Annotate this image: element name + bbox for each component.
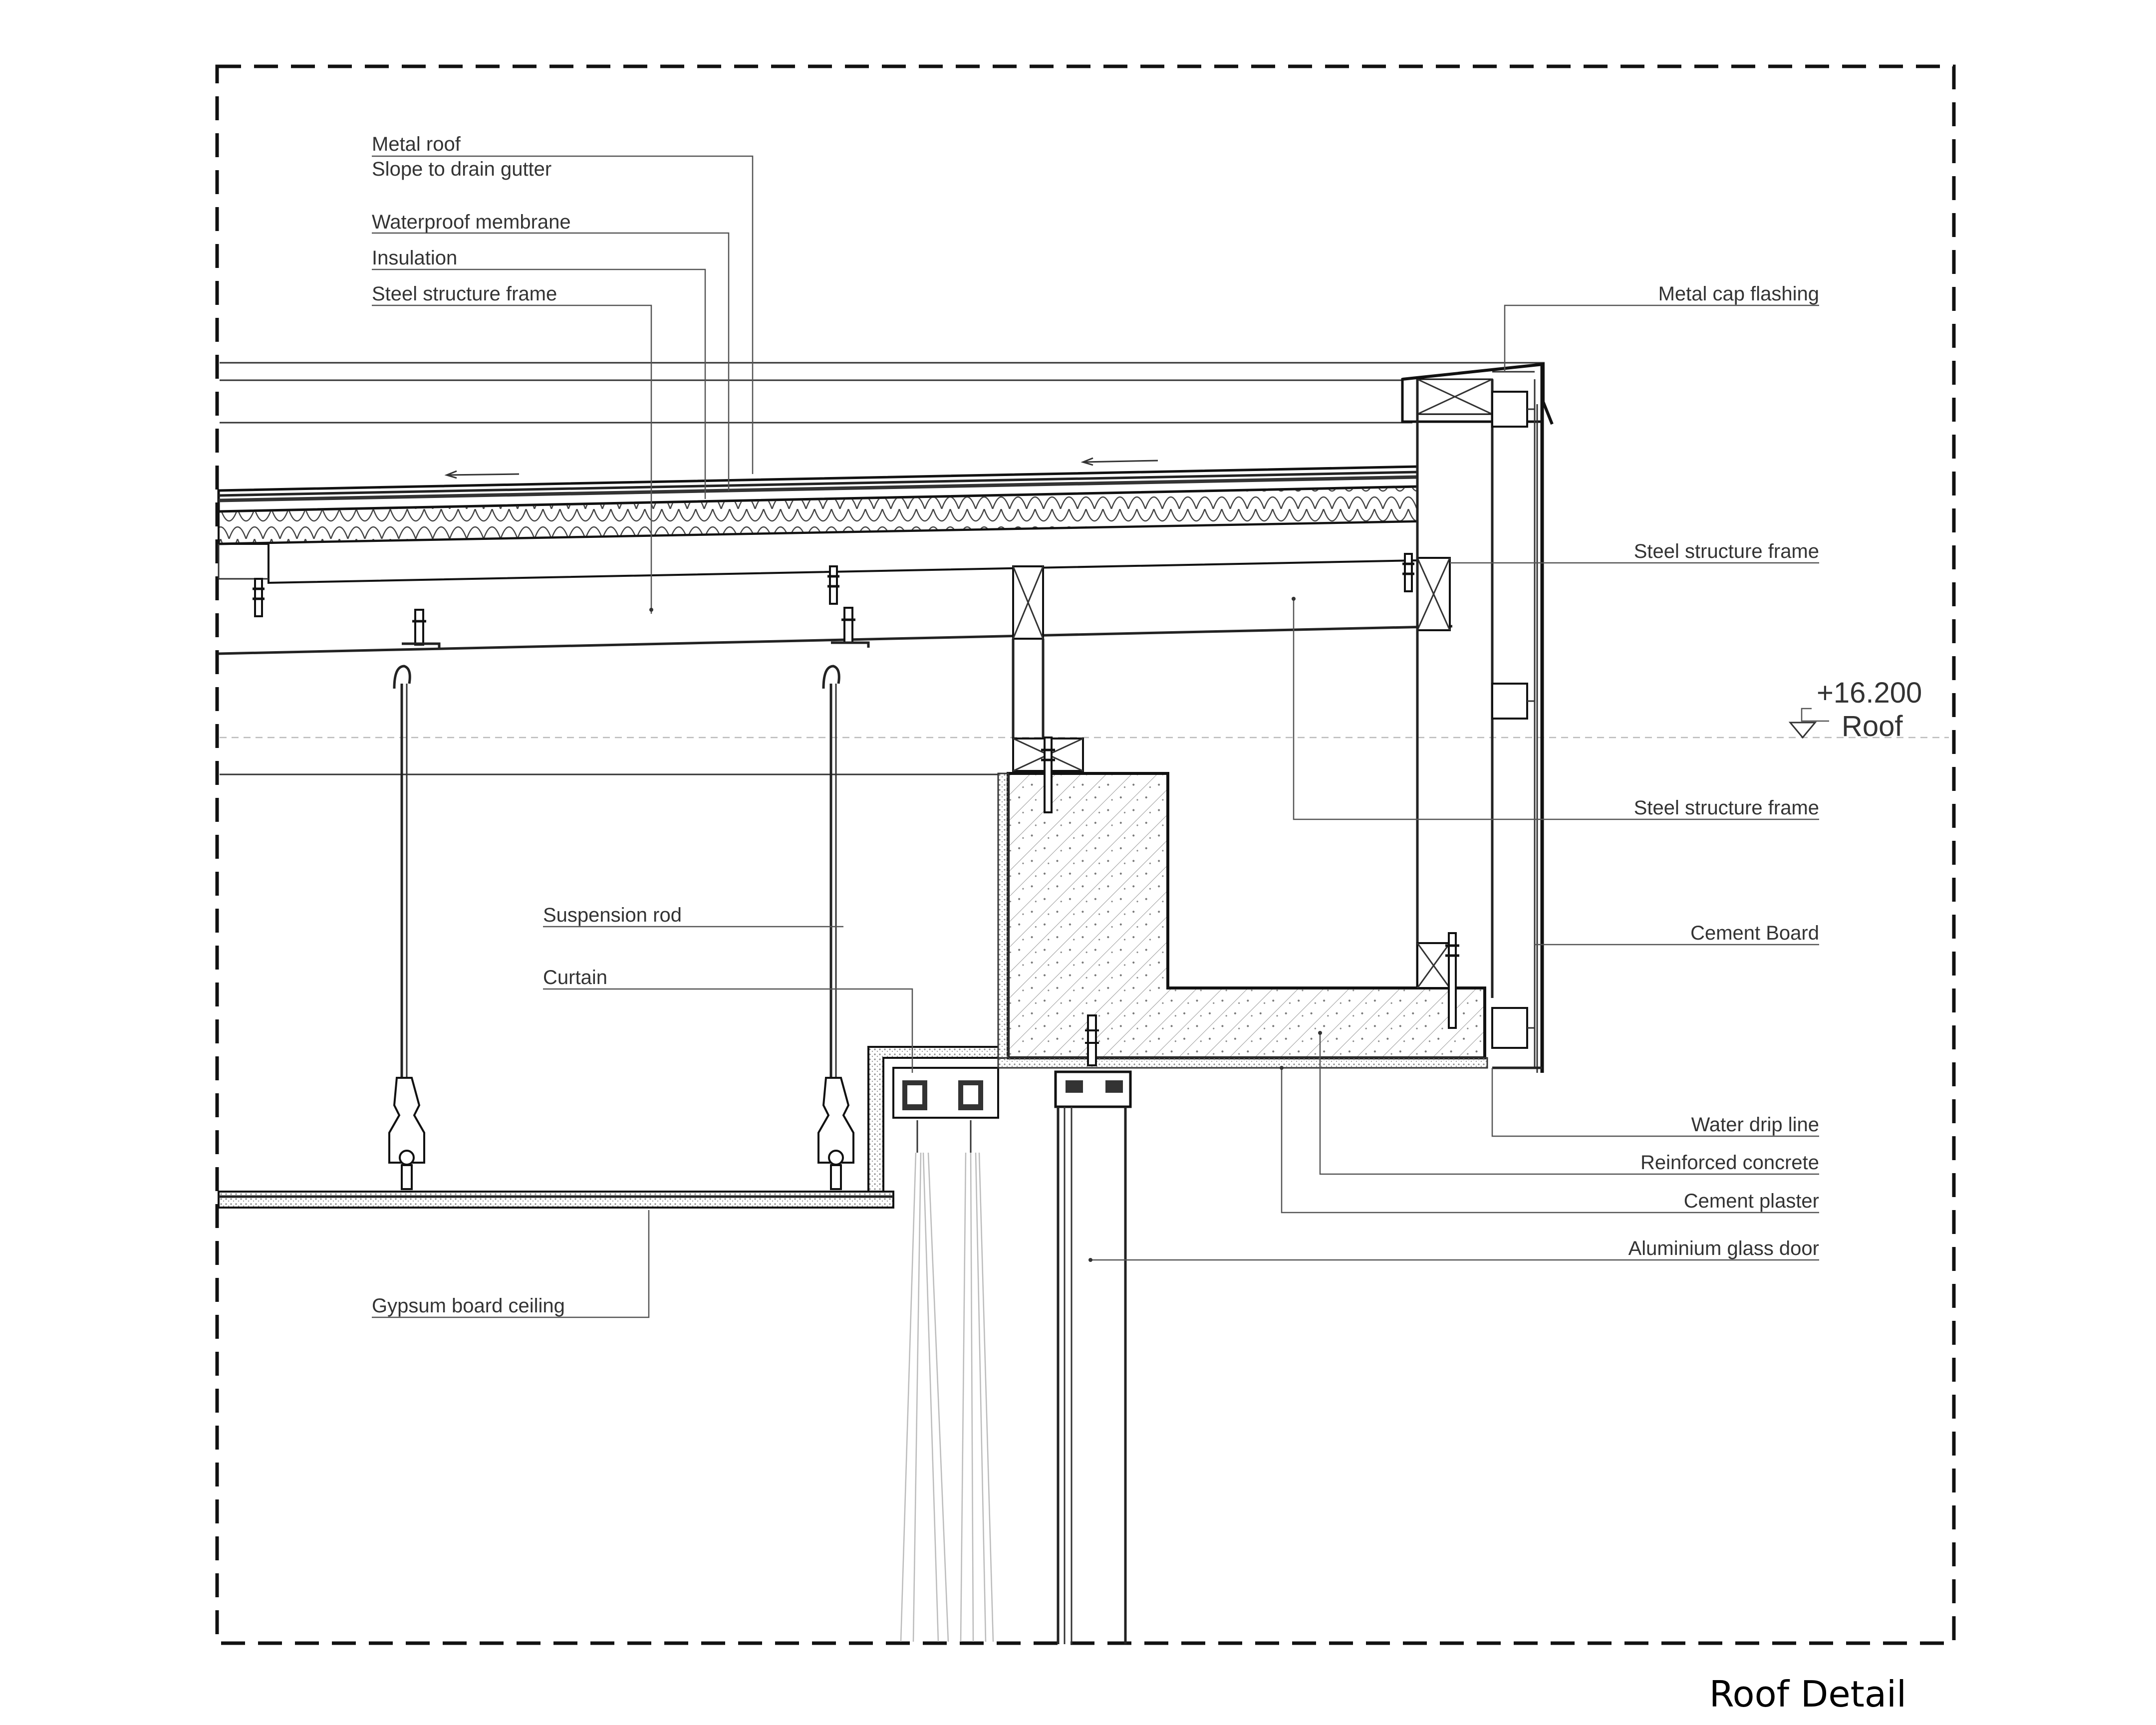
slope-arrow — [444, 457, 1158, 479]
glass-door-frame — [1054, 1070, 1132, 1644]
roof-buildup — [217, 457, 1453, 655]
label-membrane: Waterproof membrane — [372, 211, 571, 233]
detail-boundary — [215, 64, 1956, 1645]
leader-lines-right — [649, 304, 1819, 1262]
label-steel-frame-2: Steel structure frame — [1634, 797, 1819, 819]
purlin-bolts — [253, 553, 1414, 617]
label-cap-flashing: Metal cap flashing — [1658, 283, 1819, 305]
suspension-rod-right — [817, 607, 870, 1190]
concrete-beam — [997, 737, 1488, 1069]
label-plaster: Cement plaster — [1684, 1190, 1819, 1212]
steel-blocks — [1012, 557, 1451, 772]
level-name: Roof — [1842, 710, 1903, 742]
leader-lines-left — [372, 155, 913, 1318]
drawing-title: Roof Detail — [1709, 1673, 1906, 1715]
level-value: +16.200 — [1817, 677, 1922, 709]
label-suspension-rod: Suspension rod — [543, 904, 682, 926]
label-gypsum: Gypsum board ceiling — [372, 1295, 565, 1317]
label-steel-frame-top: Steel structure frame — [372, 283, 557, 305]
parapet-frame — [1401, 362, 1554, 1073]
label-metal-roof: Metal roof — [372, 133, 461, 155]
labels-right: Metal cap flashing Steel structure frame… — [1628, 283, 1819, 1259]
curtain-track — [892, 1067, 999, 1642]
label-cement-board: Cement Board — [1690, 922, 1819, 944]
labels-left: Metal roof Slope to drain gutter Waterpr… — [372, 133, 682, 1317]
gypsum-ceiling — [218, 1046, 1004, 1209]
label-slope: Slope to drain gutter — [372, 158, 551, 180]
level-marker: +16.200 Roof — [1788, 677, 1922, 742]
reference-lines — [220, 362, 1545, 775]
label-glass-door: Aluminium glass door — [1628, 1237, 1819, 1259]
label-concrete: Reinforced concrete — [1640, 1152, 1819, 1174]
label-steel-frame-1: Steel structure frame — [1634, 540, 1819, 562]
label-curtain: Curtain — [543, 967, 607, 988]
label-insulation: Insulation — [372, 247, 457, 269]
label-drip-line: Water drip line — [1691, 1114, 1819, 1136]
suspension-rod-left — [388, 609, 441, 1190]
